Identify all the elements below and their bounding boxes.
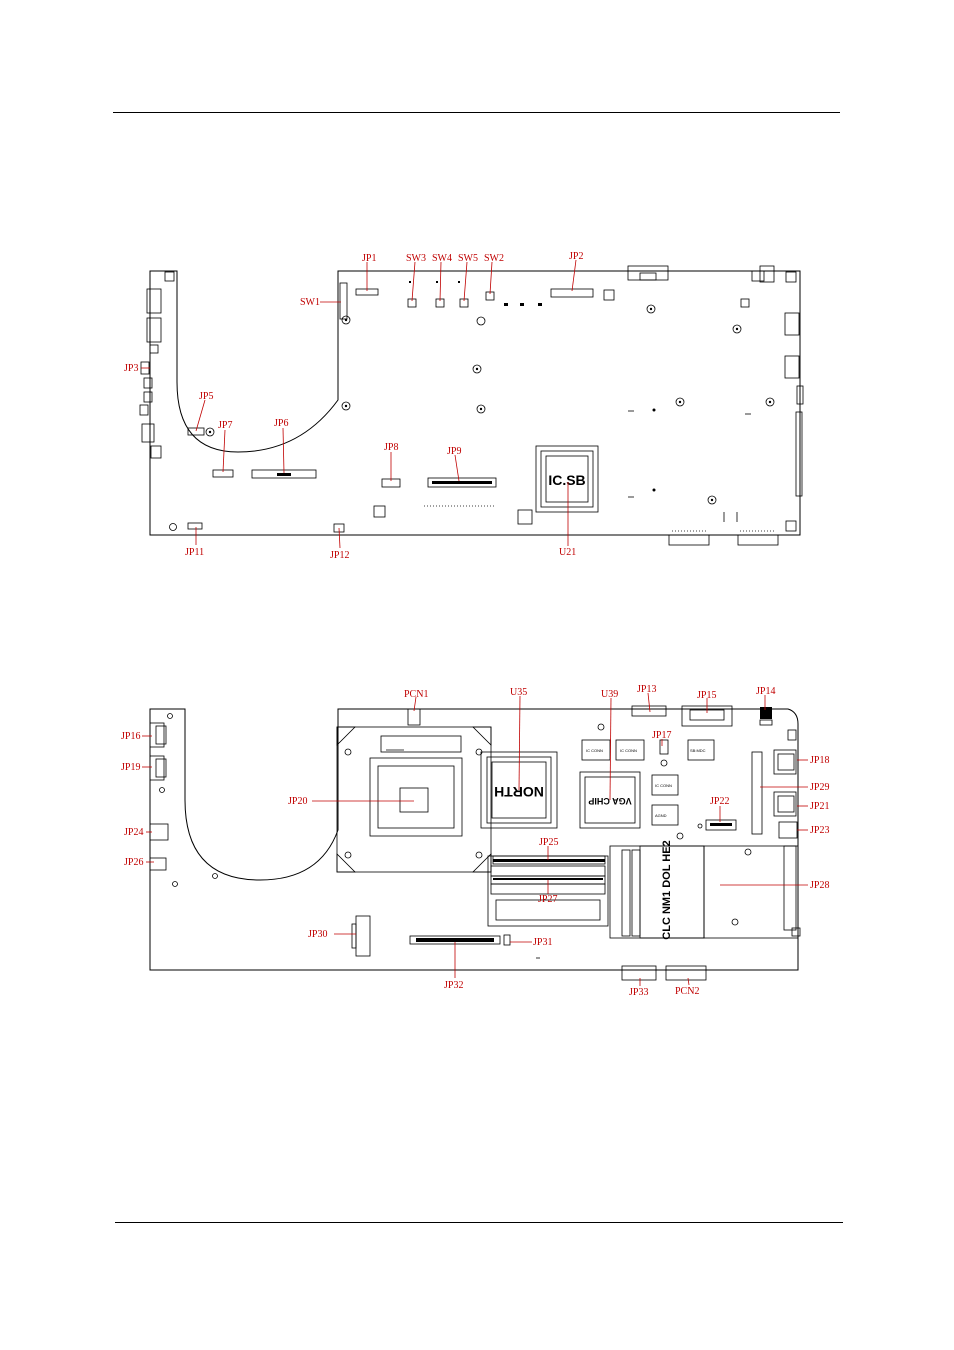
card-slot-text: CLC NM1 DOL HE2: [661, 840, 673, 939]
label-jp22: JP22: [710, 796, 729, 807]
label-sw2: SW2: [484, 253, 504, 264]
label-jp17: JP17: [652, 730, 671, 741]
label-jp15: JP15: [697, 690, 716, 701]
bottom-board-diagram: NORTH VGA CHIP IC CONN IC CONN IC CONN A…: [121, 684, 829, 998]
label-jp33: JP33: [629, 987, 648, 998]
ic-sb-chip: IC.SB: [536, 446, 598, 512]
label-jp29: JP29: [810, 782, 829, 793]
svg-text:AGND: AGND: [655, 813, 667, 818]
svg-text:IC CONN: IC CONN: [586, 748, 603, 753]
label-jp12: JP12: [330, 550, 349, 561]
top-board-diagram: IC.SB JP1 SW3 SW4 SW5 SW2 JP2 SW1 JP3 JP…: [124, 251, 803, 561]
label-pcn1: PCN1: [404, 689, 428, 700]
label-jp19: JP19: [121, 762, 140, 773]
label-jp16: JP16: [121, 731, 140, 742]
svg-text:SB:MDC: SB:MDC: [690, 748, 706, 753]
card-slot: CLC NM1 DOL HE2: [610, 840, 800, 939]
label-jp2: JP2: [569, 251, 583, 262]
svg-text:IC CONN: IC CONN: [655, 783, 672, 788]
label-jp24: JP24: [124, 827, 143, 838]
label-sw3: SW3: [406, 253, 426, 264]
label-jp26: JP26: [124, 857, 143, 868]
label-jp31: JP31: [533, 937, 552, 948]
label-jp21: JP21: [810, 801, 829, 812]
label-jp8: JP8: [384, 442, 398, 453]
label-jp25: JP25: [539, 837, 558, 848]
label-u39: U39: [601, 689, 618, 700]
label-jp11: JP11: [185, 547, 204, 558]
label-sw1: SW1: [300, 297, 320, 308]
label-jp32: JP32: [444, 980, 463, 991]
label-sw4: SW4: [432, 253, 452, 264]
label-u21: U21: [559, 547, 576, 558]
label-jp13: JP13: [637, 684, 656, 695]
label-jp5: JP5: [199, 391, 213, 402]
label-jp18: JP18: [810, 755, 829, 766]
label-jp9: JP9: [447, 446, 461, 457]
label-jp28: JP28: [810, 880, 829, 891]
top-board-outline: [150, 271, 800, 535]
label-jp27: JP27: [538, 894, 557, 905]
label-pcn2: PCN2: [675, 986, 699, 997]
label-sw5: SW5: [458, 253, 478, 264]
label-jp7: JP7: [218, 420, 232, 431]
label-jp14: JP14: [756, 686, 775, 697]
svg-text:IC CONN: IC CONN: [620, 748, 637, 753]
ic-sb-chip-text: IC.SB: [548, 472, 585, 488]
label-jp20: JP20: [288, 796, 307, 807]
cpu-socket: [213, 727, 492, 879]
label-jp1: JP1: [362, 253, 376, 264]
label-u35: U35: [510, 687, 527, 698]
label-jp3: JP3: [124, 363, 138, 374]
label-jp30: JP30: [308, 929, 327, 940]
label-jp6: JP6: [274, 418, 288, 429]
label-jp23: JP23: [810, 825, 829, 836]
